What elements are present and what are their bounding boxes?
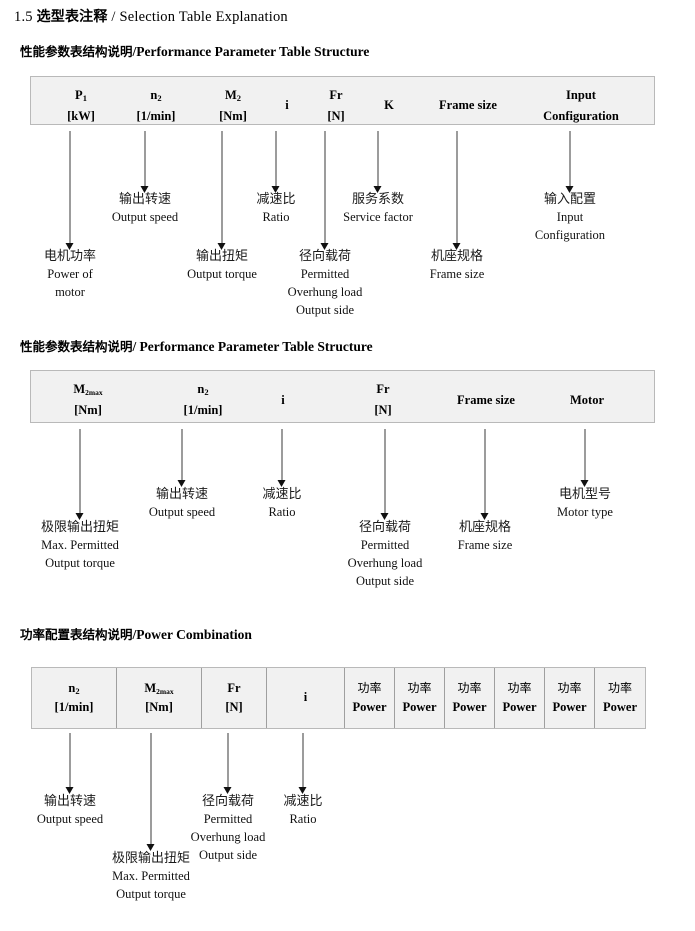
table-cell-input-configuration: Input Configuration bbox=[543, 88, 619, 124]
table-cell-n2: n2 [1/min] bbox=[183, 382, 223, 418]
section-heading-separator: / bbox=[132, 627, 137, 642]
arrow-frame-size bbox=[452, 131, 462, 250]
callout-power-of-motor: 电机功率 Power of motor bbox=[43, 249, 97, 300]
table-cell-k: K bbox=[384, 98, 394, 112]
arrow-overhung-load bbox=[320, 131, 330, 250]
arrow-max-output-torque bbox=[146, 733, 156, 851]
table-cell-fr: Fr [N] bbox=[374, 382, 392, 418]
table-cell-power-3: 功率 Power bbox=[444, 668, 494, 728]
section-heading-cn: 性能参数表结构说明 bbox=[20, 339, 133, 354]
table-cell-n2: n2 [1/min] bbox=[136, 88, 176, 124]
table-cell-n2: n2 [1/min] bbox=[54, 680, 94, 714]
section-heading-en: Power Combination bbox=[136, 627, 252, 642]
arrow-max-output-torque bbox=[75, 429, 85, 520]
section-heading-cn: 性能参数表结构说明 bbox=[20, 44, 133, 59]
callout-input-configuration: 输入配置 Input Configuration bbox=[534, 192, 606, 243]
page-title-cn: 选型表注释 bbox=[36, 9, 108, 25]
callout-max-output-torque: 极限输出扭矩 Max. Permitted Output torque bbox=[111, 851, 191, 902]
callout-max-output-torque: 极限输出扭矩 Max. Permitted Output torque bbox=[40, 520, 120, 571]
table-cell-i: i bbox=[281, 393, 285, 407]
table-cell-i: i bbox=[285, 98, 289, 112]
page-title-number: 1.5 bbox=[14, 9, 33, 25]
arrow-output-speed bbox=[140, 131, 150, 193]
table-cell-m2max: M2max [Nm] bbox=[73, 382, 103, 418]
table-cell-power-5: 功率 Power bbox=[544, 668, 594, 728]
page-title-separator: / bbox=[111, 9, 116, 25]
arrow-output-speed bbox=[65, 733, 75, 794]
callout-output-speed: 输出转速 Output speed bbox=[111, 192, 179, 225]
section-heading-separator: / bbox=[132, 44, 137, 59]
section-heading-power-combination: 功率配置表结构说明/Power Combination bbox=[20, 624, 252, 643]
table-cell-power-1: 功率 Power bbox=[344, 668, 394, 728]
section-heading-performance-2: 性能参数表结构说明/ Performance Parameter Table S… bbox=[20, 336, 373, 355]
table-cell-p1: P1 [kW] bbox=[67, 88, 95, 124]
callout-output-speed: 输出转速 Output speed bbox=[148, 487, 216, 520]
callout-ratio: 减速比 Ratio bbox=[262, 487, 302, 520]
page-title-en: Selection Table Explanation bbox=[119, 9, 288, 25]
table-cell-power-4: 功率 Power bbox=[494, 668, 544, 728]
page-title: 1.5 选型表注释 / Selection Table Explanation bbox=[14, 6, 288, 26]
table-cell-fr: Fr [N] bbox=[327, 88, 345, 124]
arrow-motor-type bbox=[580, 429, 590, 487]
callout-output-speed: 输出转速 Output speed bbox=[36, 794, 104, 827]
table-cell-i: i bbox=[266, 668, 344, 728]
table-cell-frame-size: Frame size bbox=[439, 98, 497, 112]
arrow-service-factor bbox=[373, 131, 383, 193]
section-heading-performance-1: 性能参数表结构说明/Performance Parameter Table St… bbox=[20, 41, 369, 60]
table-cell-fr: Fr [N] bbox=[201, 668, 266, 728]
callout-frame-size: 机座规格 Frame size bbox=[457, 520, 513, 553]
callout-frame-size: 机座规格 Frame size bbox=[429, 249, 485, 282]
callout-service-factor: 服务系数 Service factor bbox=[343, 192, 413, 225]
arrow-ratio bbox=[271, 131, 281, 193]
table-cell-m2: M2 [Nm] bbox=[219, 88, 247, 124]
performance-table-2: M2max [Nm] n2 [1/min] i Fr [N] Frame siz… bbox=[30, 370, 655, 423]
arrow-output-speed bbox=[177, 429, 187, 487]
arrow-power-of-motor bbox=[65, 131, 75, 250]
section-heading-cn: 功率配置表结构说明 bbox=[20, 627, 133, 642]
power-combination-table: n2 [1/min] M2max [Nm] Fr [N] i 功率 Power … bbox=[31, 667, 646, 729]
table-cell-power-2: 功率 Power bbox=[394, 668, 444, 728]
arrow-ratio bbox=[298, 733, 308, 794]
callout-motor-type: 电机型号 Motor type bbox=[557, 487, 613, 520]
section-heading-separator: / bbox=[132, 339, 137, 354]
callout-overhung-load: 径向载荷 Permitted Overhung load Output side bbox=[287, 249, 363, 317]
callout-overhung-load: 径向载荷 Permitted Overhung load Output side bbox=[190, 794, 266, 862]
callout-output-torque: 输出扭矩 Output torque bbox=[187, 249, 257, 282]
table-cell-m2max: M2max [Nm] bbox=[116, 668, 201, 728]
arrow-input-configuration bbox=[565, 131, 575, 193]
callout-overhung-load: 径向载荷 Permitted Overhung load Output side bbox=[347, 520, 423, 588]
section-heading-en: Performance Parameter Table Structure bbox=[139, 339, 373, 354]
section-heading-en: Performance Parameter Table Structure bbox=[136, 44, 370, 59]
arrow-overhung-load bbox=[380, 429, 390, 520]
arrow-overhung-load bbox=[223, 733, 233, 794]
callout-ratio: 减速比 Ratio bbox=[283, 794, 323, 827]
table-cell-motor: Motor bbox=[569, 393, 605, 407]
table-cell-frame-size: Frame size bbox=[457, 393, 515, 407]
arrow-ratio bbox=[277, 429, 287, 487]
performance-table-1: P1 [kW] n2 [1/min] M2 [Nm] i Fr [N] K Fr… bbox=[30, 76, 655, 125]
table-cell-power-6: 功率 Power bbox=[594, 668, 645, 728]
callout-ratio: 减速比 Ratio bbox=[256, 192, 296, 225]
arrow-output-torque bbox=[217, 131, 227, 250]
arrow-frame-size bbox=[480, 429, 490, 520]
